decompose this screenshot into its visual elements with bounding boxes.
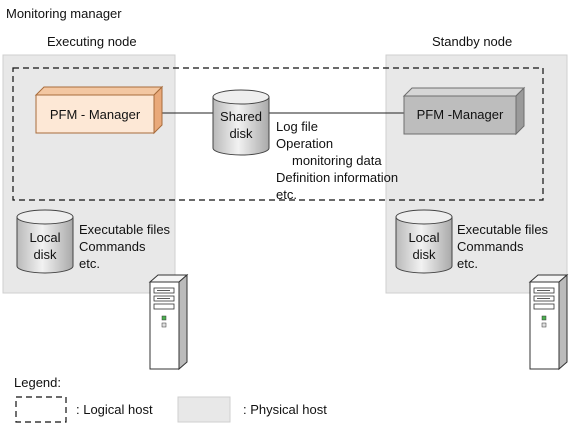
standby-files-line-2: Commands (457, 239, 524, 254)
shared-disk-content-log-file: Log file (276, 119, 318, 134)
legend-logical-host-swatch (15, 396, 67, 423)
executing-node-label: Executing node (47, 34, 137, 49)
pfm-manager-executing: PFM - Manager (34, 85, 164, 135)
local-disk-standby-label-1: Local (408, 230, 439, 245)
shared-disk-content-etc: etc. (276, 187, 297, 202)
server-executing-icon (148, 273, 189, 371)
shared-disk-content-operation: Operation (276, 136, 333, 151)
pfm-manager-executing-label: PFM - Manager (50, 107, 141, 122)
legend-physical-host-label: : Physical host (243, 402, 327, 417)
local-disk-executing-label-1: Local (29, 230, 60, 245)
standby-files-line-1: Executable files (457, 222, 549, 237)
local-disk-executing: Local disk (16, 209, 74, 274)
local-disk-executing-label-2: disk (33, 247, 57, 262)
legend-physical-host-swatch (177, 396, 231, 423)
shared-disk-content-definition-info: Definition information (276, 170, 398, 185)
pfm-manager-standby-label: PFM -Manager (417, 107, 504, 122)
shared-disk-label-2: disk (229, 126, 253, 141)
logical-host-boundary (12, 67, 544, 201)
standby-files-line-3: etc. (457, 256, 478, 271)
executing-files-line-3: etc. (79, 256, 100, 271)
diagram-title: Monitoring manager (6, 6, 122, 21)
pfm-manager-standby: PFM -Manager (402, 86, 526, 136)
shared-disk: Shared disk (212, 89, 270, 156)
shared-disk-content-monitoring-data: monitoring data (292, 153, 382, 168)
executing-files-line-1: Executable files (79, 222, 171, 237)
legend-title: Legend: (14, 375, 61, 390)
shared-disk-label-1: Shared (220, 109, 262, 124)
executing-files-line-2: Commands (79, 239, 146, 254)
local-disk-standby: Local disk (395, 209, 453, 274)
legend-logical-host-label: : Logical host (76, 402, 153, 417)
local-disk-standby-label-2: disk (412, 247, 436, 262)
standby-node-label: Standby node (432, 34, 512, 49)
server-standby-icon (528, 273, 569, 371)
